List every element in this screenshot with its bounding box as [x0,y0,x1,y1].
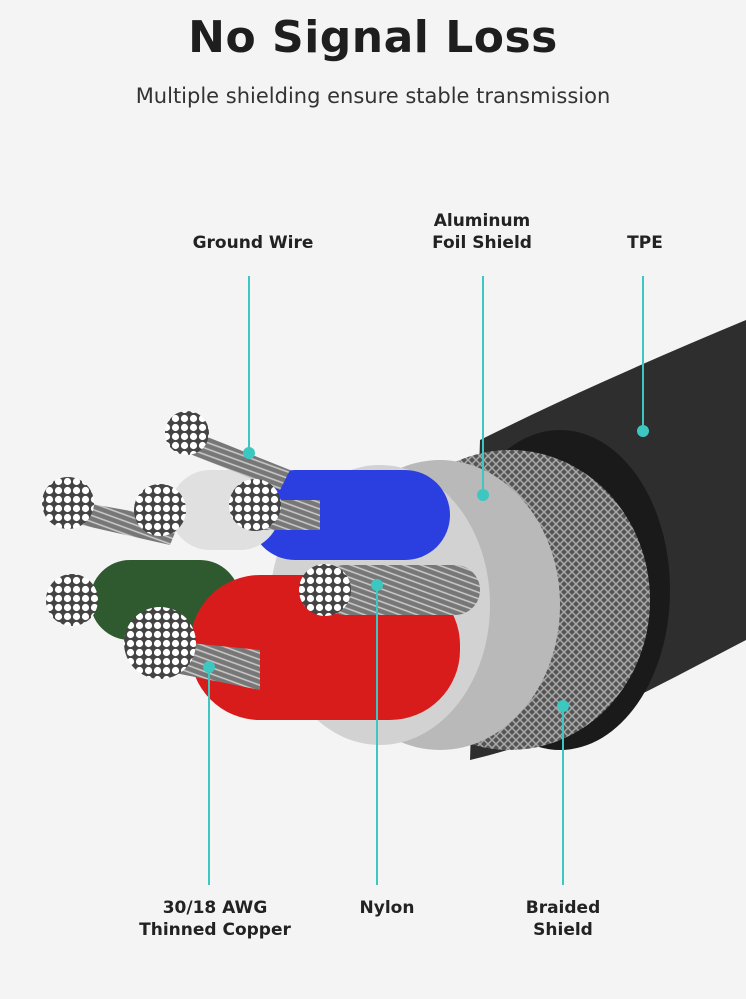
label-line: Aluminum [433,211,531,231]
label-line: Thinned Copper [139,920,291,940]
page-subtitle: Multiple shielding ensure stable transmi… [135,84,611,108]
nylon-strand [320,565,480,615]
label-ground-wire: Ground Wire [192,233,314,253]
inner-wires [42,411,480,720]
label-copper: 30/18 AWG Thinned Copper [139,897,291,941]
blue-wire [250,470,450,560]
page-title: No Signal Loss [188,12,558,63]
label-tpe: TPE [627,233,663,253]
label-line: Braided [525,898,601,918]
label-line: Foil Shield [432,233,532,253]
label-line: 30/18 AWG [162,898,268,918]
label-braided-shield: Braided Shield [526,897,601,941]
label-line: Shield [533,920,593,940]
label-nylon: Nylon [359,898,415,918]
label-aluminum-foil-shield: Aluminum Foil Shield [432,210,532,254]
